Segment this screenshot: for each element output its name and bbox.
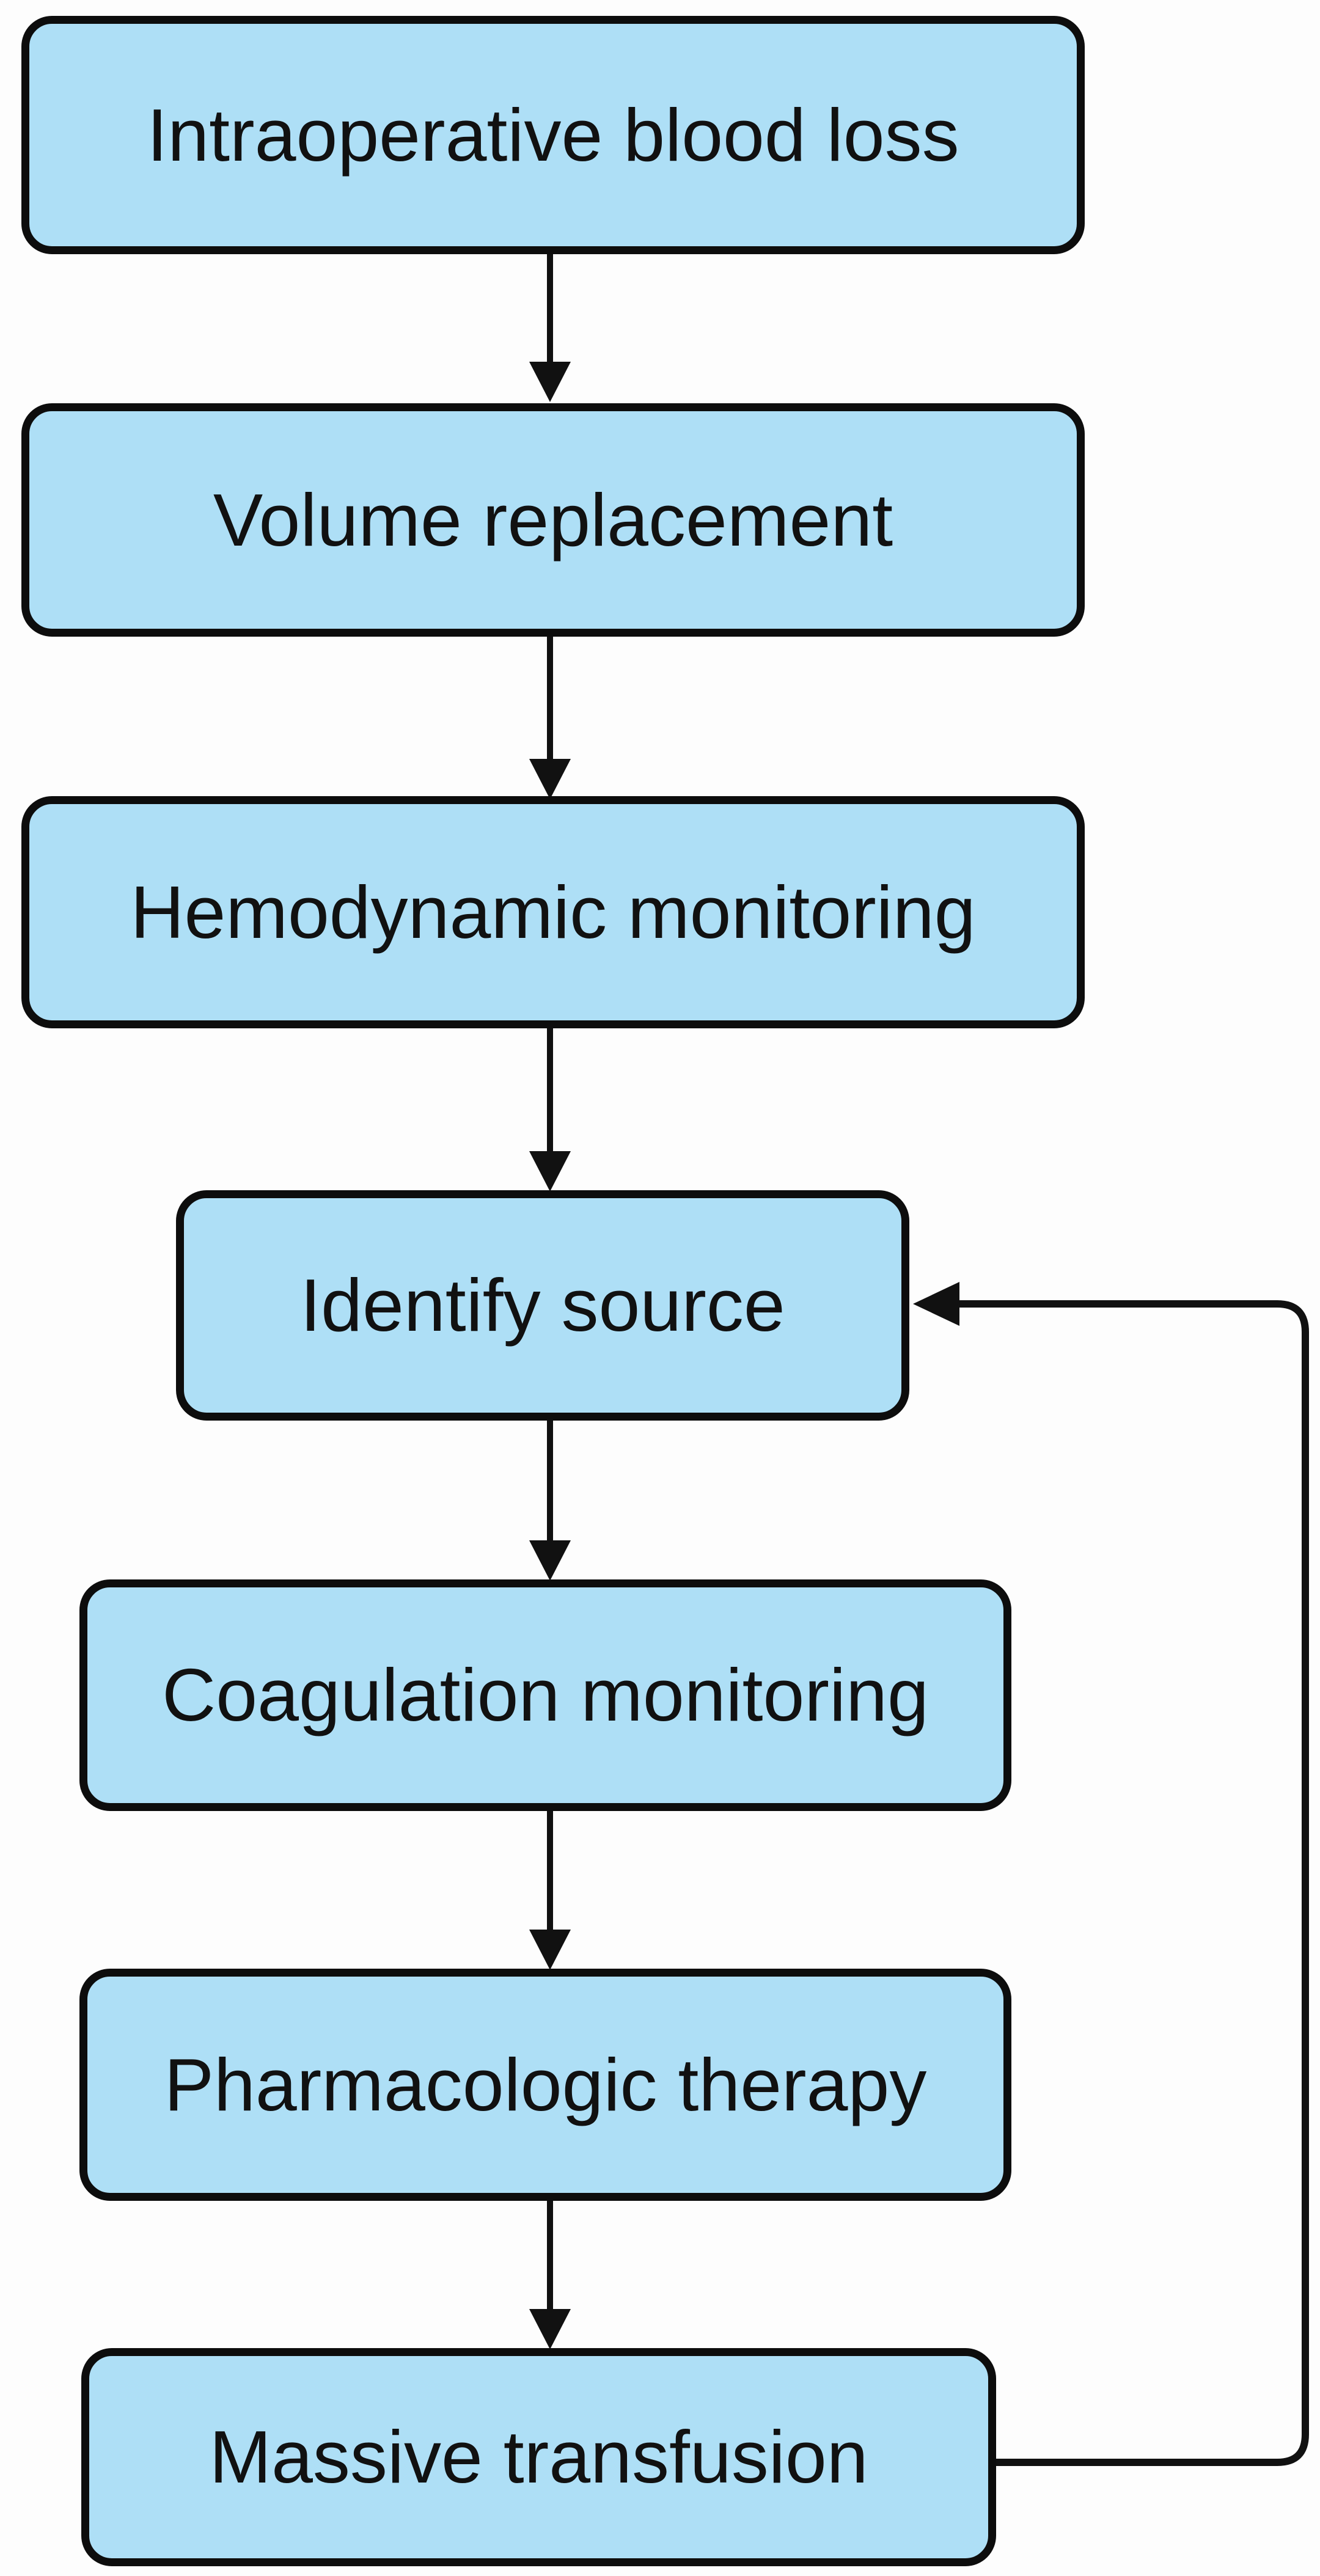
node-label: Identify source — [300, 1264, 785, 1347]
edge-coagulation-to-pharmacologic — [529, 1811, 571, 1970]
node-label: Coagulation monitoring — [162, 1653, 929, 1737]
node-hemodynamic-monitoring: Hemodynamic monitoring — [21, 796, 1085, 1028]
node-identify-source: Identify source — [176, 1190, 909, 1421]
edge-pharmacologic-to-massive — [529, 2201, 571, 2349]
edge-identify-to-coagulation — [529, 1421, 571, 1581]
edge-intraoperative-to-volume — [529, 254, 571, 402]
node-label: Pharmacologic therapy — [164, 2043, 927, 2126]
node-label: Intraoperative blood loss — [147, 93, 959, 177]
node-intraoperative-blood-loss: Intraoperative blood loss — [21, 16, 1085, 254]
node-coagulation-monitoring: Coagulation monitoring — [79, 1579, 1011, 1811]
edge-massive-to-identify-feedback — [913, 1282, 1309, 2466]
edge-volume-to-hemodynamic — [529, 637, 571, 799]
node-massive-transfusion: Massive transfusion — [81, 2348, 996, 2566]
node-volume-replacement: Volume replacement — [21, 403, 1085, 637]
node-label: Massive transfusion — [209, 2415, 868, 2499]
edge-hemodynamic-to-identify — [529, 1028, 571, 1191]
node-pharmacologic-therapy: Pharmacologic therapy — [79, 1969, 1011, 2201]
node-label: Volume replacement — [213, 478, 893, 562]
node-label: Hemodynamic monitoring — [130, 870, 976, 954]
